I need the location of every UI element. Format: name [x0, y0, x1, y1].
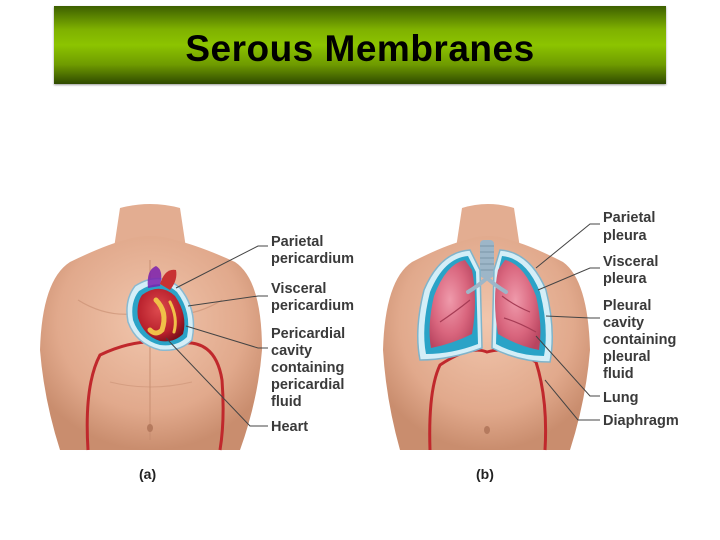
panel-b-labels: Parietal pleura Visceral pleura Pleural …: [476, 210, 680, 482]
slide-title: Serous Membranes: [185, 28, 535, 69]
lungs-illustration: [417, 240, 553, 363]
panel-a-labels: Parietal pericardium Visceral pericardiu…: [139, 234, 354, 482]
caption-a: (a): [139, 466, 156, 482]
trachea: [480, 240, 494, 278]
caption-b: (b): [476, 466, 494, 482]
label-diaphragm: Diaphragm: [603, 413, 679, 429]
diaphragm-line-b: [428, 348, 548, 451]
heart-illustration: [126, 266, 195, 352]
navel-a: [147, 424, 153, 432]
navel-b: [484, 426, 490, 434]
label-visceral-pericardium: Visceral pericardium: [271, 281, 354, 314]
panel-b-leader-lines: [535, 223, 600, 421]
label-parietal-pericardium: Parietal pericardium: [271, 234, 354, 267]
label-pericardial-cavity: Pericardial cavity containing pericardia…: [271, 326, 349, 410]
panel-a-leader-lines: [165, 245, 268, 427]
label-parietal-pleura: Parietal pleura: [603, 210, 659, 244]
title-bar: Serous Membranes: [54, 6, 666, 84]
label-heart: Heart: [271, 419, 308, 435]
label-lung: Lung: [603, 390, 638, 406]
label-visceral-pleura: Visceral pleura: [603, 254, 662, 287]
label-pleural-cavity: Pleural cavity containing pleural fluid: [603, 298, 680, 382]
